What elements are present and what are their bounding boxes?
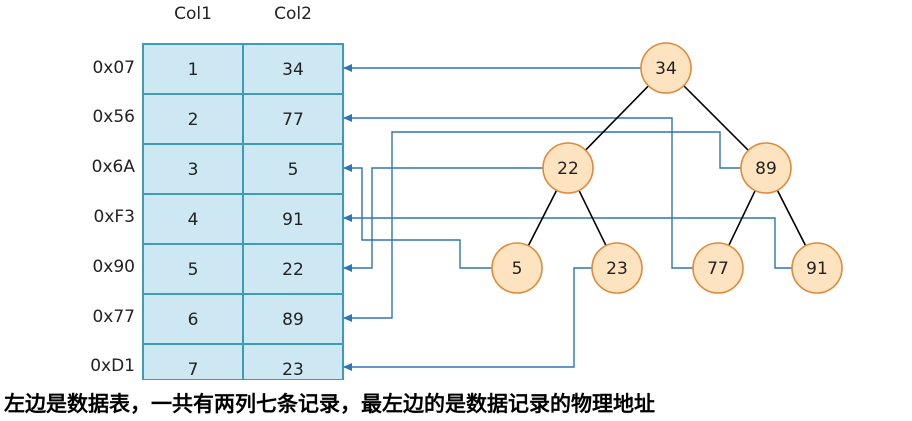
- table-cell: [142, 293, 244, 345]
- tree-node-label: 5: [512, 259, 523, 279]
- address-label: 0x07: [92, 58, 135, 78]
- cell-value: 1: [188, 60, 199, 80]
- address-label: 0x6A: [91, 157, 135, 177]
- cell-value: 77: [282, 110, 304, 130]
- pointer-arrow: [343, 131, 741, 322]
- tree-node: [791, 242, 843, 294]
- pointer-arrow: [343, 267, 592, 371]
- data-table: 1 34 2 77 3 5 4 91 5 22 6 89 7 23: [142, 43, 344, 380]
- pointer-arrow: [343, 114, 693, 269]
- tree-node-label: 34: [655, 59, 677, 79]
- table-cell: [242, 343, 344, 380]
- address-label: 0x90: [92, 257, 135, 277]
- tree-node: [640, 42, 692, 94]
- tree-edge: [683, 85, 749, 151]
- tree-edge: [578, 190, 607, 246]
- address-label: 0x56: [92, 107, 135, 127]
- cell-value: 89: [282, 310, 304, 330]
- address-label: 0x77: [92, 307, 135, 327]
- tree-node: [491, 242, 543, 294]
- pointer-arrow: [343, 214, 792, 269]
- tree-node: [692, 242, 744, 294]
- pointer-lines: [343, 64, 792, 371]
- table-tree-diagram: 1 34 2 77 3 5 4 91 5 22 6 89 7 23 34 22 89 5 23 77 91: [142, 42, 843, 380]
- cell-value: 2: [188, 110, 199, 130]
- tree-nodes: 34 22 89 5 23 77 91: [491, 42, 843, 294]
- cell-value: 5: [188, 260, 199, 280]
- column-header-col1: Col1: [174, 4, 212, 24]
- cell-value: 7: [188, 360, 199, 380]
- tree-node-label: 77: [707, 259, 729, 279]
- tree-edge: [776, 189, 807, 247]
- cell-value: 4: [188, 210, 199, 230]
- cell-value: 91: [282, 210, 304, 230]
- table-cell: [142, 93, 244, 145]
- tree-node: [591, 242, 643, 294]
- table-cell: [242, 193, 344, 245]
- address-label: 0xF3: [93, 207, 135, 227]
- cell-value: 5: [288, 160, 299, 180]
- table-cell: [142, 343, 244, 380]
- table-cell: [242, 293, 344, 345]
- cell-value: 3: [188, 160, 199, 180]
- pointer-arrow: [343, 164, 492, 269]
- table-cell: [242, 93, 344, 145]
- tree-node-label: 23: [606, 259, 628, 279]
- column-header-col2: Col2: [274, 4, 312, 24]
- tree-node-label: 89: [755, 159, 777, 179]
- tree-edge: [527, 189, 558, 247]
- cell-value: 22: [282, 260, 304, 280]
- table-cell: [142, 243, 244, 295]
- cell-value: 23: [282, 360, 304, 380]
- tree-edges: [527, 85, 807, 247]
- tree-edge: [728, 190, 756, 246]
- tree-node: [740, 142, 792, 194]
- address-label: 0xD1: [90, 356, 135, 376]
- tree-node-label: 22: [557, 159, 579, 179]
- table-cell: [142, 43, 244, 95]
- tree-edge: [584, 85, 650, 151]
- caption-text: 左边是数据表，一共有两列七条记录，最左边的是数据记录的物理地址: [4, 391, 655, 416]
- tree-node: [542, 142, 594, 194]
- cell-value: 6: [188, 310, 199, 330]
- cell-value: 34: [282, 60, 304, 80]
- tree-node-label: 91: [806, 259, 828, 279]
